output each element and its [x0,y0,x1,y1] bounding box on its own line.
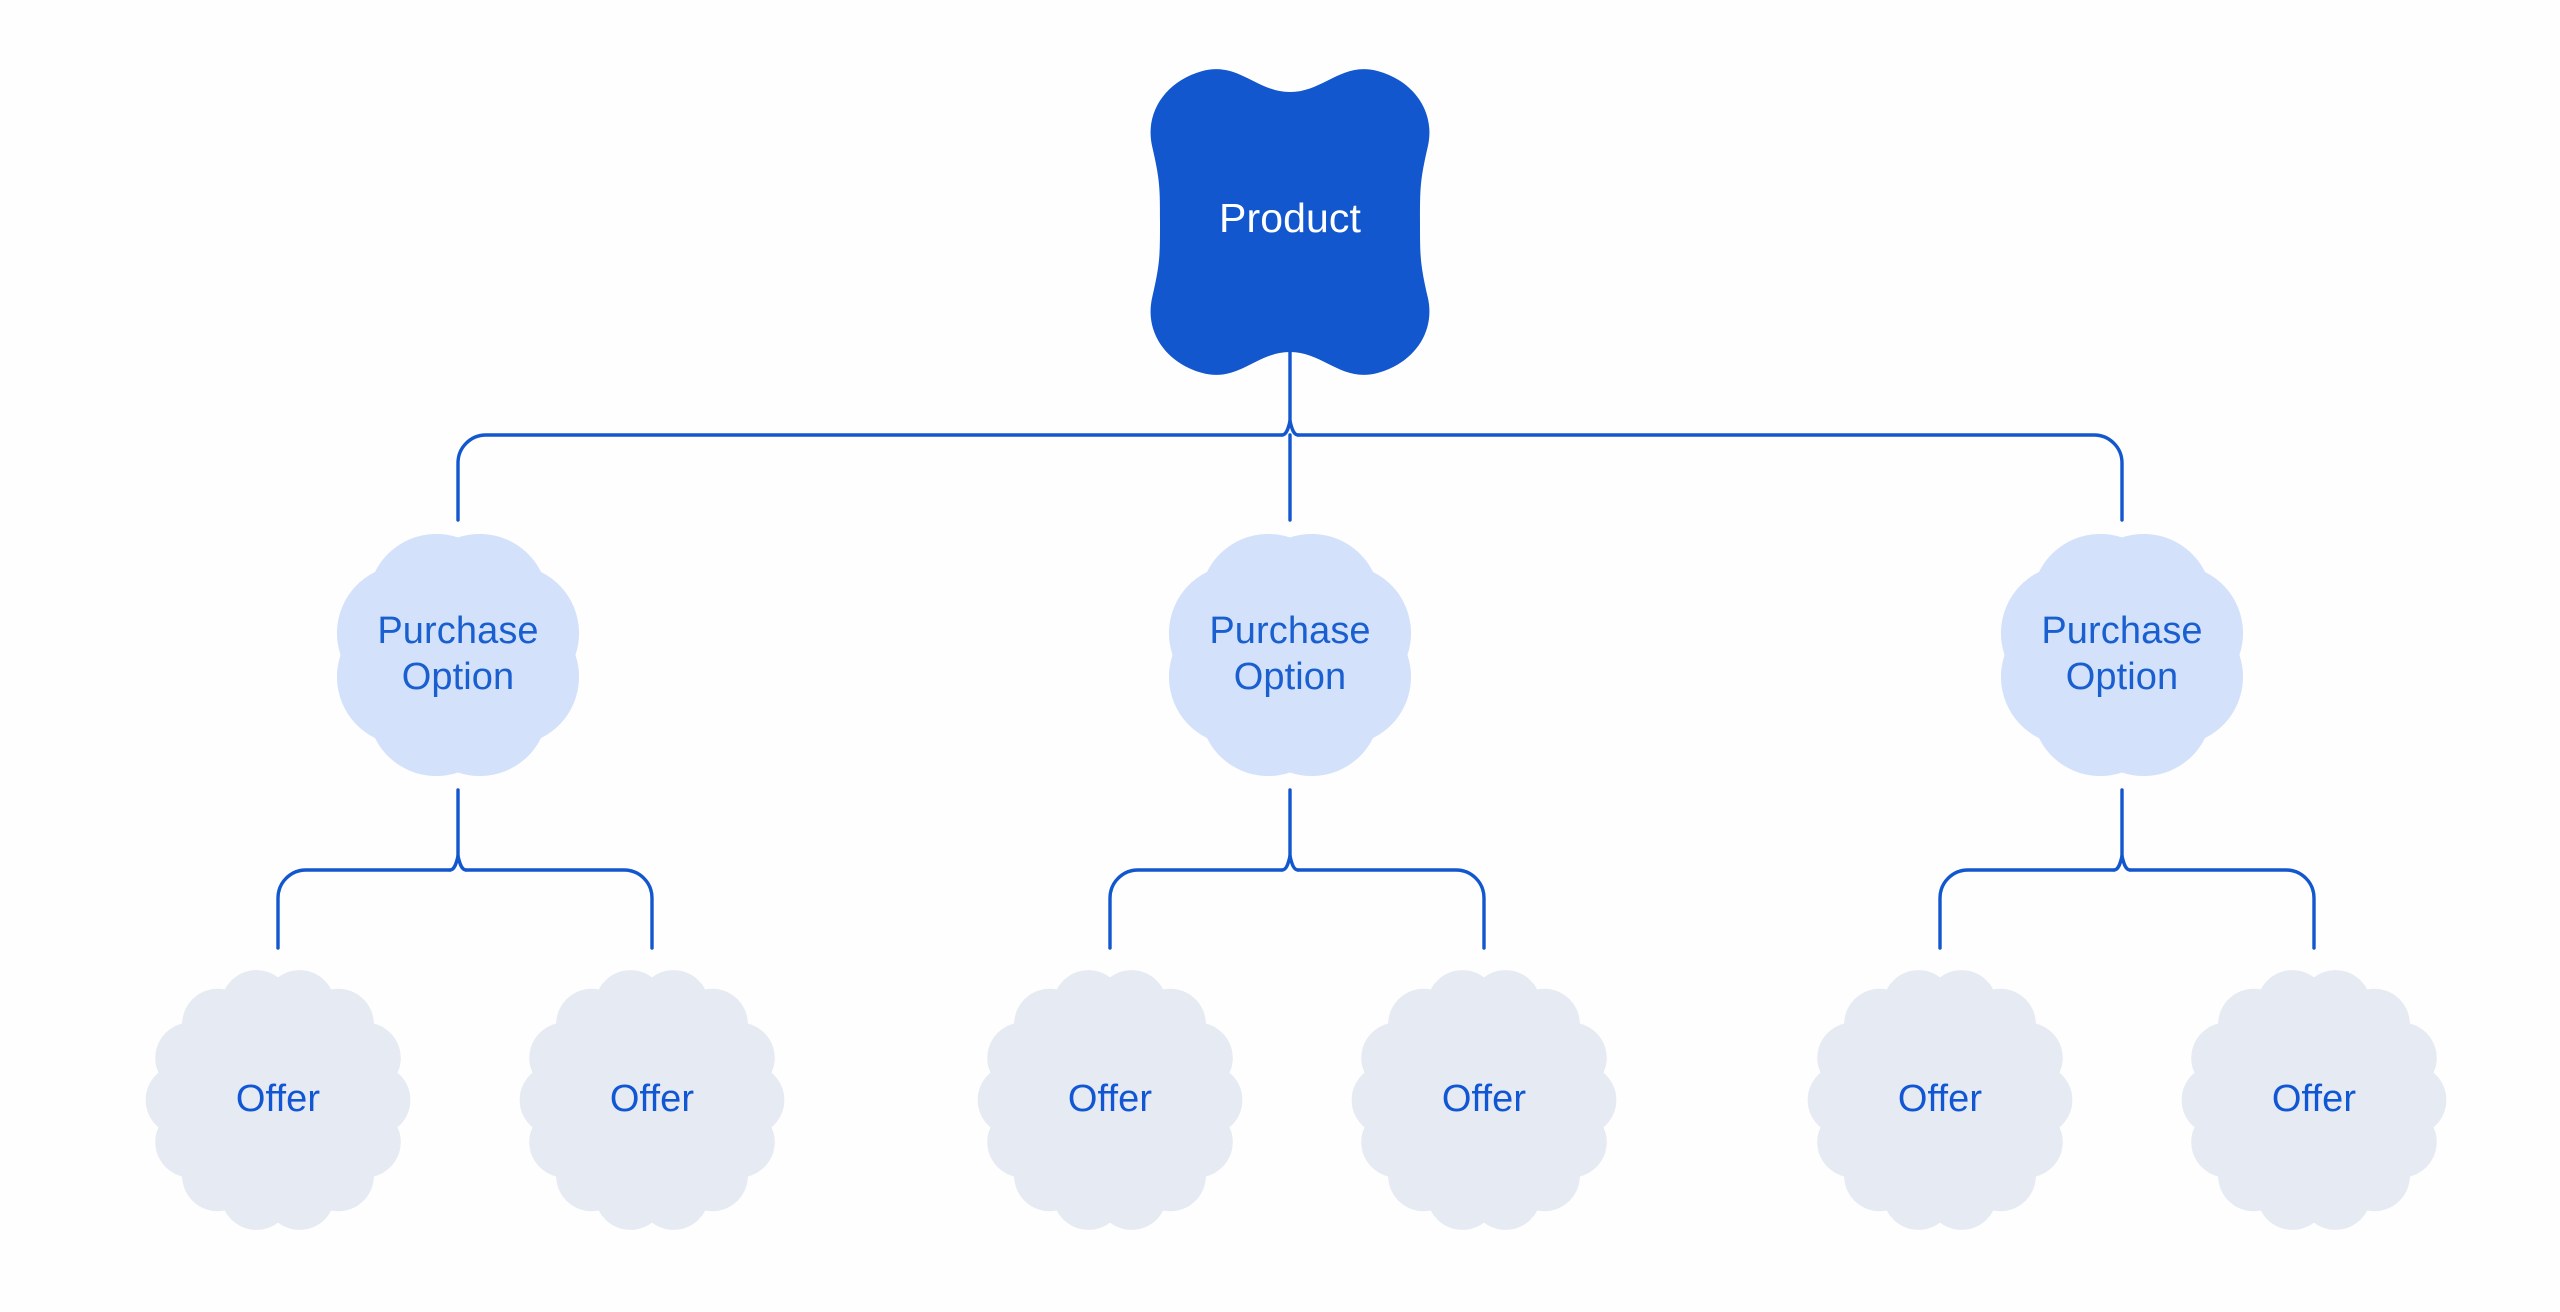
offer-node-shape-1[interactable] [145,970,411,1230]
purchase-option-node-group [336,533,2244,777]
purchase-option-node-shape-1[interactable] [336,533,580,777]
product-node-shape[interactable] [1150,69,1430,375]
connector-branch2-right-arm [1296,868,1486,950]
offer-node-shape-3[interactable] [977,970,1243,1230]
offer-node-shape-6[interactable] [2181,970,2447,1230]
purchase-option-node-shape-3[interactable] [2000,533,2244,777]
connector-root-bus-right [1288,419,1300,437]
offer-node-shape-5[interactable] [1807,970,2073,1230]
connector-branch3-right-arm [2128,868,2316,950]
connector-branch1-right-arm [464,868,654,950]
connector-root-bus-right-arm [1296,433,2124,522]
connector-branch1-peak-right [456,854,468,872]
connector-branch2-left-arm [1108,868,1284,950]
offer-node-shape-2[interactable] [519,970,785,1230]
product-node[interactable] [1150,69,1430,375]
offer-node-group [145,970,2447,1230]
connector-group [276,350,2316,950]
connector-branch1-left-arm [276,868,452,950]
connector-branch3-peak-right [2120,854,2132,872]
connector-branch3-left-arm [1938,868,2116,950]
purchase-option-node-shape-2[interactable] [1168,533,1412,777]
connector-branch2-peak-right [1288,854,1300,872]
connector-root-bus-left-arm [456,433,1284,522]
offer-node-shape-4[interactable] [1351,970,1617,1230]
